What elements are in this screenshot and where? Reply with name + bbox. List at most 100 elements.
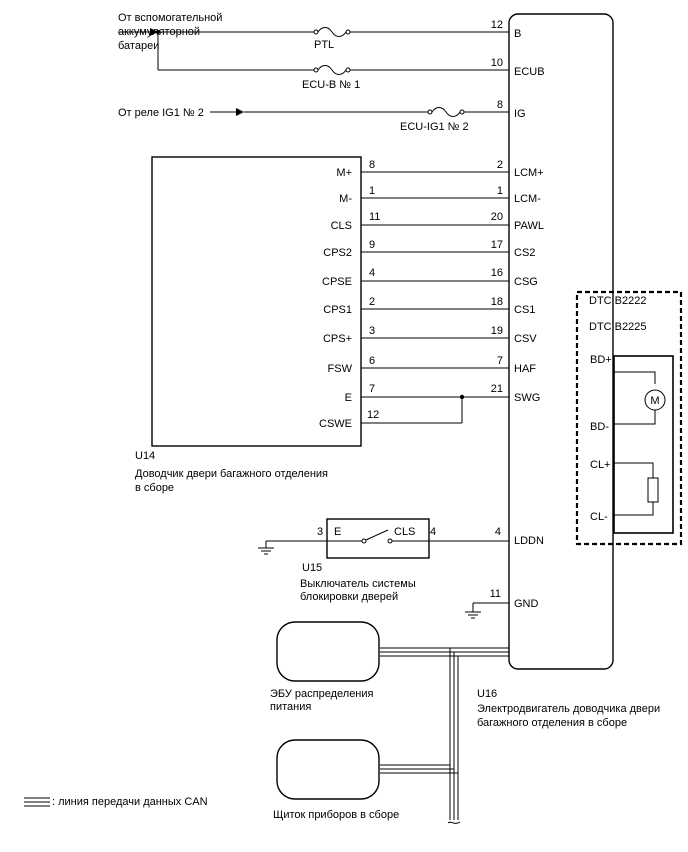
ptl-fuse-icon <box>317 27 347 37</box>
u16-pin-num: 18 <box>491 296 503 308</box>
u14-pin-num: 4 <box>369 267 375 279</box>
dtc-code-1: DTC B2222 <box>589 295 646 307</box>
u14-pin-name: CSWE <box>319 418 352 430</box>
motor-symbol: M <box>650 395 659 407</box>
u16-pin-name: PAWL <box>514 220 544 232</box>
can-bus-ecu <box>380 647 509 657</box>
u16-pin-name: SWG <box>514 392 540 404</box>
u14-title-line-1: Доводчик двери багажного отделения <box>135 468 328 480</box>
u14-pin-name: CPSE <box>322 276 352 288</box>
u16-pin-num: 8 <box>497 99 503 111</box>
u14-pin-num: 3 <box>369 325 375 337</box>
u16-pin-name: LDDN <box>514 535 544 547</box>
dtc-motor-body <box>613 355 674 534</box>
u16-title-line-1: Электродвигатель доводчика двери <box>477 703 660 715</box>
u16-body <box>508 13 614 670</box>
u14-pin-name: CLS <box>331 220 352 232</box>
u16-pin-name: GND <box>514 598 539 610</box>
u16-pin-num: 12 <box>491 19 503 31</box>
swg-junction <box>459 394 465 400</box>
u14-pin-num: 2 <box>369 296 375 308</box>
ig-fuse-label: ECU-IG1 № 2 <box>400 121 469 133</box>
ptl-fuse-label: PTL <box>314 39 334 51</box>
ig-fuse-terminal-left <box>427 109 433 115</box>
u16-pin-name: CSV <box>514 333 537 345</box>
u16-pin-num: 2 <box>497 159 503 171</box>
u16-pin-num: 1 <box>497 185 503 197</box>
ecub-fuse-label: ECU-B № 1 <box>302 79 360 91</box>
u15-pin-e-name: E <box>334 526 341 538</box>
can-legend-label: : линия передачи данных CAN <box>52 796 208 808</box>
u14-pin-name: CPS2 <box>323 247 352 259</box>
u16-pin-num: 16 <box>491 267 503 279</box>
meter-label: Щиток приборов в сборе <box>273 809 399 821</box>
can-bus-break-icon <box>447 821 461 824</box>
u14-pin-name: M- <box>339 193 352 205</box>
ecu-power-label-2: питания <box>270 701 311 713</box>
u16-pin-name: LCM+ <box>514 167 544 179</box>
u16-pin-name: CSG <box>514 276 538 288</box>
u16-pin-num: 20 <box>491 211 503 223</box>
u14-pin-num: 1 <box>369 185 375 197</box>
u16-pin-name: HAF <box>514 363 536 375</box>
u16-pin-name: B <box>514 28 521 40</box>
ig1-relay-label: От реле IG1 № 2 <box>118 107 204 119</box>
u16-pin-name: ECUB <box>514 66 545 78</box>
u15-title-line-2: блокировки дверей <box>300 591 398 603</box>
ptl-fuse-terminal-left <box>313 29 319 35</box>
switch-icon <box>365 529 389 541</box>
u14-title-line-2: в сборе <box>135 482 174 494</box>
u15-code: U15 <box>302 562 322 574</box>
u14-pin-num: 8 <box>369 159 375 171</box>
u15-pin-cls-name: CLS <box>394 526 415 538</box>
u16-pin-num: 10 <box>491 57 503 69</box>
u15-contact-right <box>387 538 393 544</box>
ecub-fuse-icon <box>317 65 347 75</box>
can-bus-meter <box>380 764 458 774</box>
u15-contact-left <box>361 538 367 544</box>
can-bus-vertical <box>449 648 459 820</box>
dtc-box <box>575 290 683 546</box>
can-legend-icon <box>24 797 50 807</box>
u16-pin-name: IG <box>514 108 526 120</box>
u15-body <box>326 518 430 559</box>
battery-arrow-icon <box>150 28 158 36</box>
ecu-power-body <box>276 621 380 682</box>
aux-battery-line-3: батареи <box>118 40 159 52</box>
u14-pin-name: FSW <box>328 363 353 375</box>
u14-code: U14 <box>135 450 155 462</box>
u16-pin-name: CS1 <box>514 304 535 316</box>
u16-pin-num: 19 <box>491 325 503 337</box>
ecub-fuse-terminal-right <box>345 67 351 73</box>
dtc-pin-bd-plus: BD+ <box>590 354 612 366</box>
meter-body <box>276 739 380 800</box>
ig-arrow-icon <box>236 108 244 116</box>
u14-pin-num: 9 <box>369 239 375 251</box>
u16-pin-num: 7 <box>497 355 503 367</box>
dtc-pin-cl-minus: CL- <box>590 511 608 523</box>
motor-wire-bottom <box>614 410 656 425</box>
u15-pin-cls-num: 4 <box>430 526 436 538</box>
dtc-pin-bd-minus: BD- <box>590 421 609 433</box>
u16-code: U16 <box>477 688 497 700</box>
motor-wire-top <box>614 371 656 384</box>
dtc-pin-cl-plus: CL+ <box>590 459 611 471</box>
u16-pin-name: LCM- <box>514 193 541 205</box>
u16-pin-num: 11 <box>490 588 501 600</box>
u16-pin-num: 17 <box>491 239 503 251</box>
resistor-wire-bottom <box>614 502 654 516</box>
u14-pin-num: 7 <box>369 383 375 395</box>
u14-pin-num: 11 <box>369 211 380 223</box>
ig-fuse-terminal-right <box>459 109 465 115</box>
u14-body <box>151 156 362 447</box>
u16-title-line-2: багажного отделения в сборе <box>477 717 627 729</box>
dtc-code-2: DTC B2225 <box>589 321 646 333</box>
u16-pin-num: 4 <box>495 526 501 538</box>
u15-title-line-1: Выключатель системы <box>300 578 416 590</box>
ptl-fuse-terminal-right <box>345 29 351 35</box>
resistor-wire-top <box>614 462 654 478</box>
u14-pin-name: E <box>345 392 352 404</box>
ecu-power-label-1: ЭБУ распределения <box>270 688 374 700</box>
